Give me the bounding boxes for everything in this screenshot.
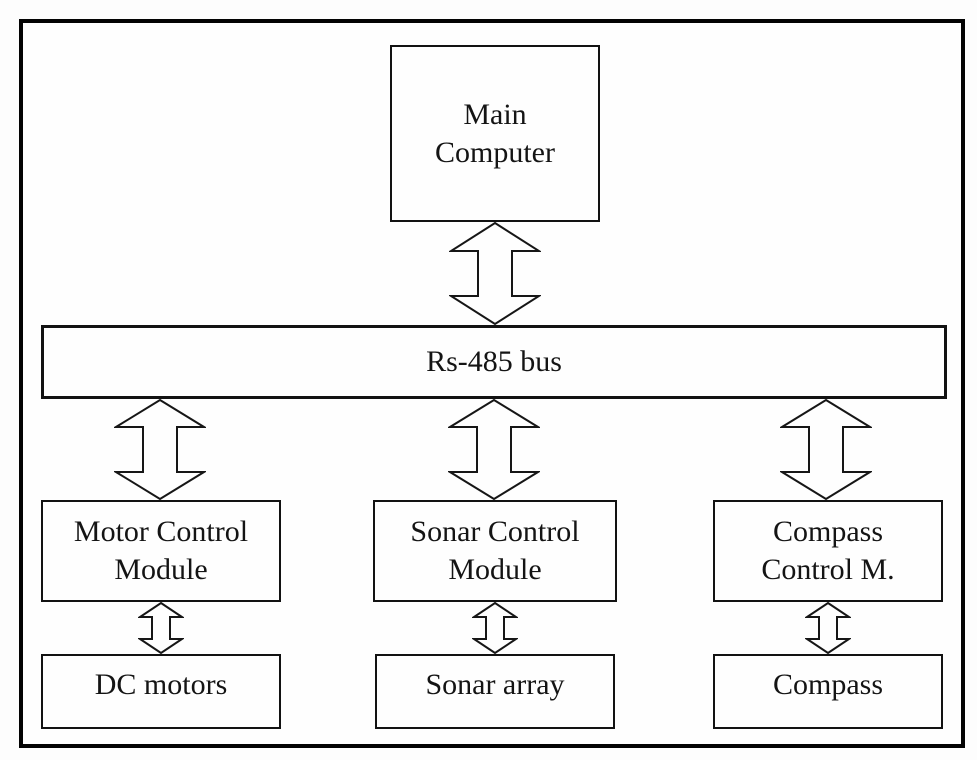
node-rs485-bus-label: Rs-485 bus xyxy=(426,345,562,378)
node-motor-control-module-label: Motor Control Module xyxy=(73,515,249,586)
arrow-main-computer-bus-icon xyxy=(449,222,541,325)
node-sonar-array-label: Sonar array xyxy=(425,667,565,701)
arrow-bus-motor-module-icon xyxy=(114,399,206,500)
node-compass-label: Compass xyxy=(772,667,883,701)
node-sonar-array: Sonar array xyxy=(375,654,615,729)
arrow-motor-module-dc-motors-icon xyxy=(138,602,184,654)
node-main-computer: Main Computer xyxy=(390,45,600,222)
node-compass-control-module: Compass Control M. xyxy=(713,500,943,602)
arrow-bus-compass-module-icon xyxy=(780,399,872,500)
node-sonar-control-module: Sonar Control Module xyxy=(373,500,617,602)
arrow-bus-sonar-module-icon xyxy=(448,399,540,500)
arrow-compass-module-compass-icon xyxy=(805,602,851,654)
node-compass: Compass xyxy=(713,654,943,729)
node-rs485-bus: Rs-485 bus xyxy=(41,325,947,399)
node-motor-control-module: Motor Control Module xyxy=(41,500,281,602)
arrow-sonar-module-sonar-array-icon xyxy=(472,602,518,654)
node-compass-control-module-label: Compass Control M. xyxy=(761,515,895,586)
node-dc-motors-label: DC motors xyxy=(94,667,228,701)
node-main-computer-label: Main Computer xyxy=(435,97,555,169)
node-dc-motors: DC motors xyxy=(41,654,281,729)
node-sonar-control-module-label: Sonar Control Module xyxy=(410,515,580,586)
